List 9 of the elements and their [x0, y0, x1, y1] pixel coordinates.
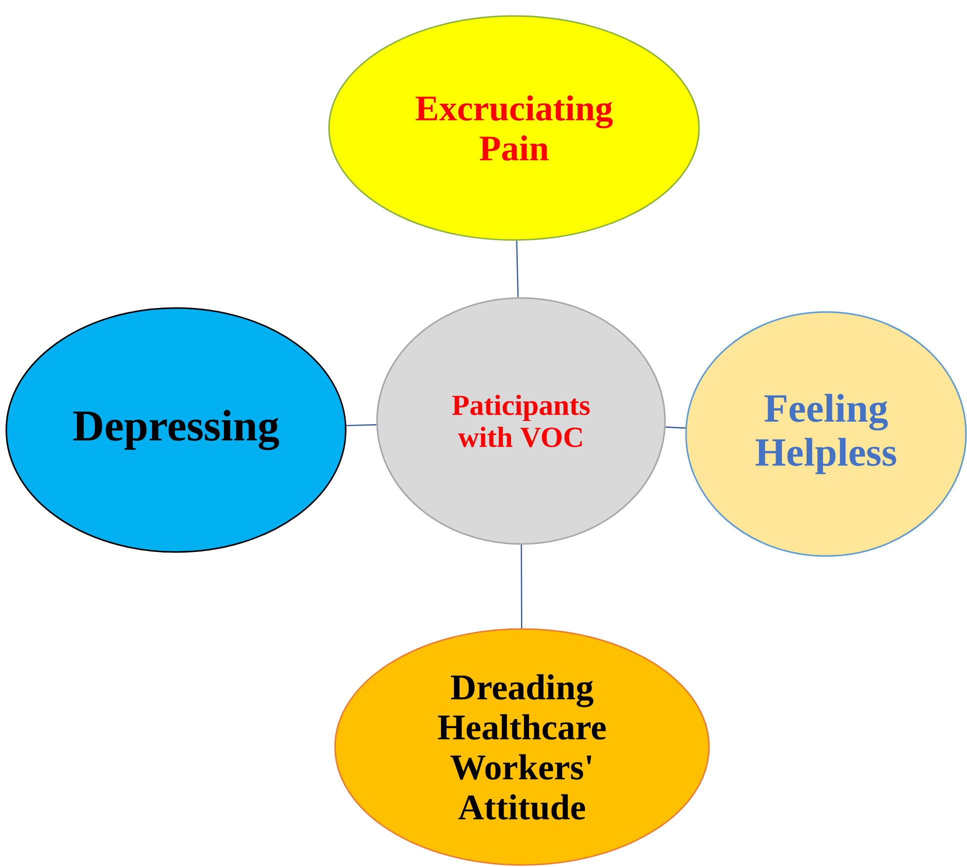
connector-line — [346, 424, 376, 426]
ellipse-node: Excruciating Pain — [328, 15, 700, 241]
ellipse-node: Depressing — [6, 307, 346, 553]
connector-line — [666, 426, 686, 429]
ellipse-node: Feeling Helpless — [685, 311, 967, 557]
connector-line — [520, 544, 522, 628]
ellipse-node: Paticipants with VOC — [376, 297, 666, 545]
ellipse-node: Dreading Healthcare Workers' Attitude — [334, 628, 710, 866]
connector-line — [516, 240, 519, 298]
